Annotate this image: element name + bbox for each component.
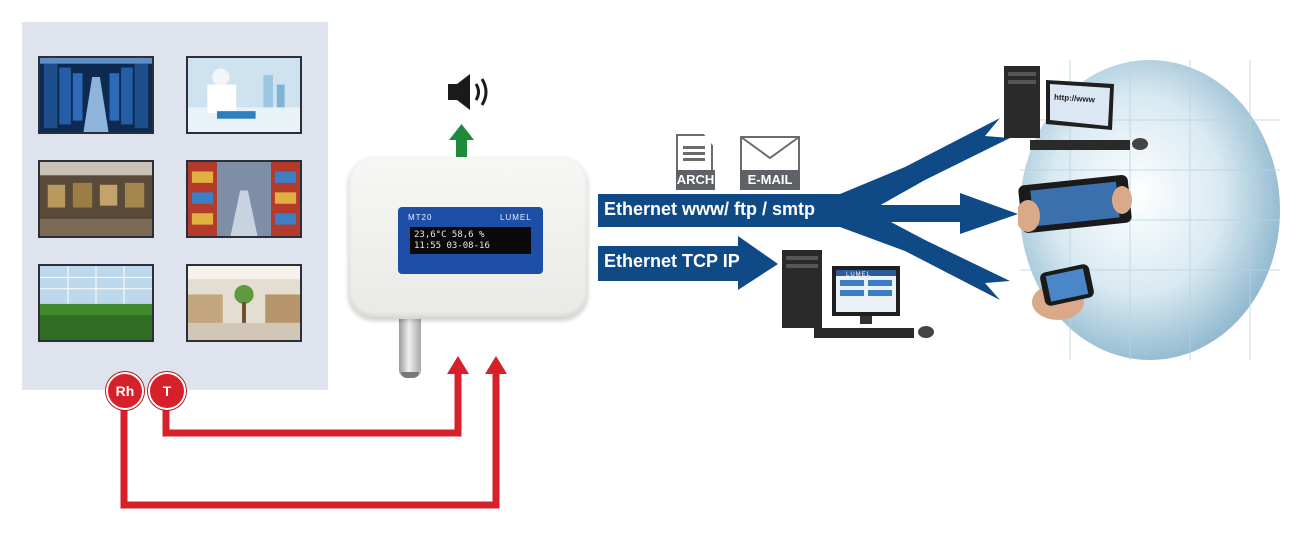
alarm-arrow-head [449,124,474,140]
ethernet-web-label: Ethernet www/ ftp / smtp [604,199,816,219]
photo-shopping-mall [186,264,302,342]
photo-warehouse [186,160,302,238]
display-line-1: 23,6°C 58,6 % [414,230,485,240]
t-signal-line [162,372,462,437]
rh-sensor-badge: Rh [106,372,144,410]
monitor-brand: LUMEL [846,272,872,278]
display-line-2: 11:55 03-08-16 [414,241,490,251]
photo-museum [38,160,154,238]
t-label: T [162,383,172,399]
alarm-arrow-stem [456,137,467,157]
t-sensor-badge: T [148,372,186,410]
t-signal-arrowhead [447,356,469,374]
smartphone [1032,264,1094,320]
photo-laboratory [186,56,302,134]
device-display: 23,6°C 58,6 % 11:55 03-08-16 [410,227,531,254]
server-computer [1004,66,1148,150]
sensor-probe-tip [401,372,419,378]
email-icon [740,136,800,172]
local-computer [782,250,934,338]
ethernet-tcp-label: Ethernet TCP IP [604,251,740,271]
ethernet-web-arrow-mid [845,193,1018,234]
ethernet-web-arrow [598,118,1010,300]
archive-label-text: ARCH [676,172,715,187]
rh-label: Rh [115,383,135,399]
sensor-probe [399,318,421,378]
speaker-icon [448,74,488,110]
application-panel [22,22,328,390]
rh-signal-line [120,372,500,509]
device-brand: LUMEL [500,213,532,222]
ethernet-tcp-arrow [598,236,778,290]
photo-data-center [38,56,154,134]
photo-greenhouse [38,264,154,342]
rh-signal-arrowhead [485,356,507,374]
tablet [1018,174,1132,234]
device-model: MT20 [408,213,433,222]
email-label: E-MAIL [740,170,800,190]
email-label-text: E-MAIL [747,172,793,187]
archive-label: ARCH [676,170,715,190]
